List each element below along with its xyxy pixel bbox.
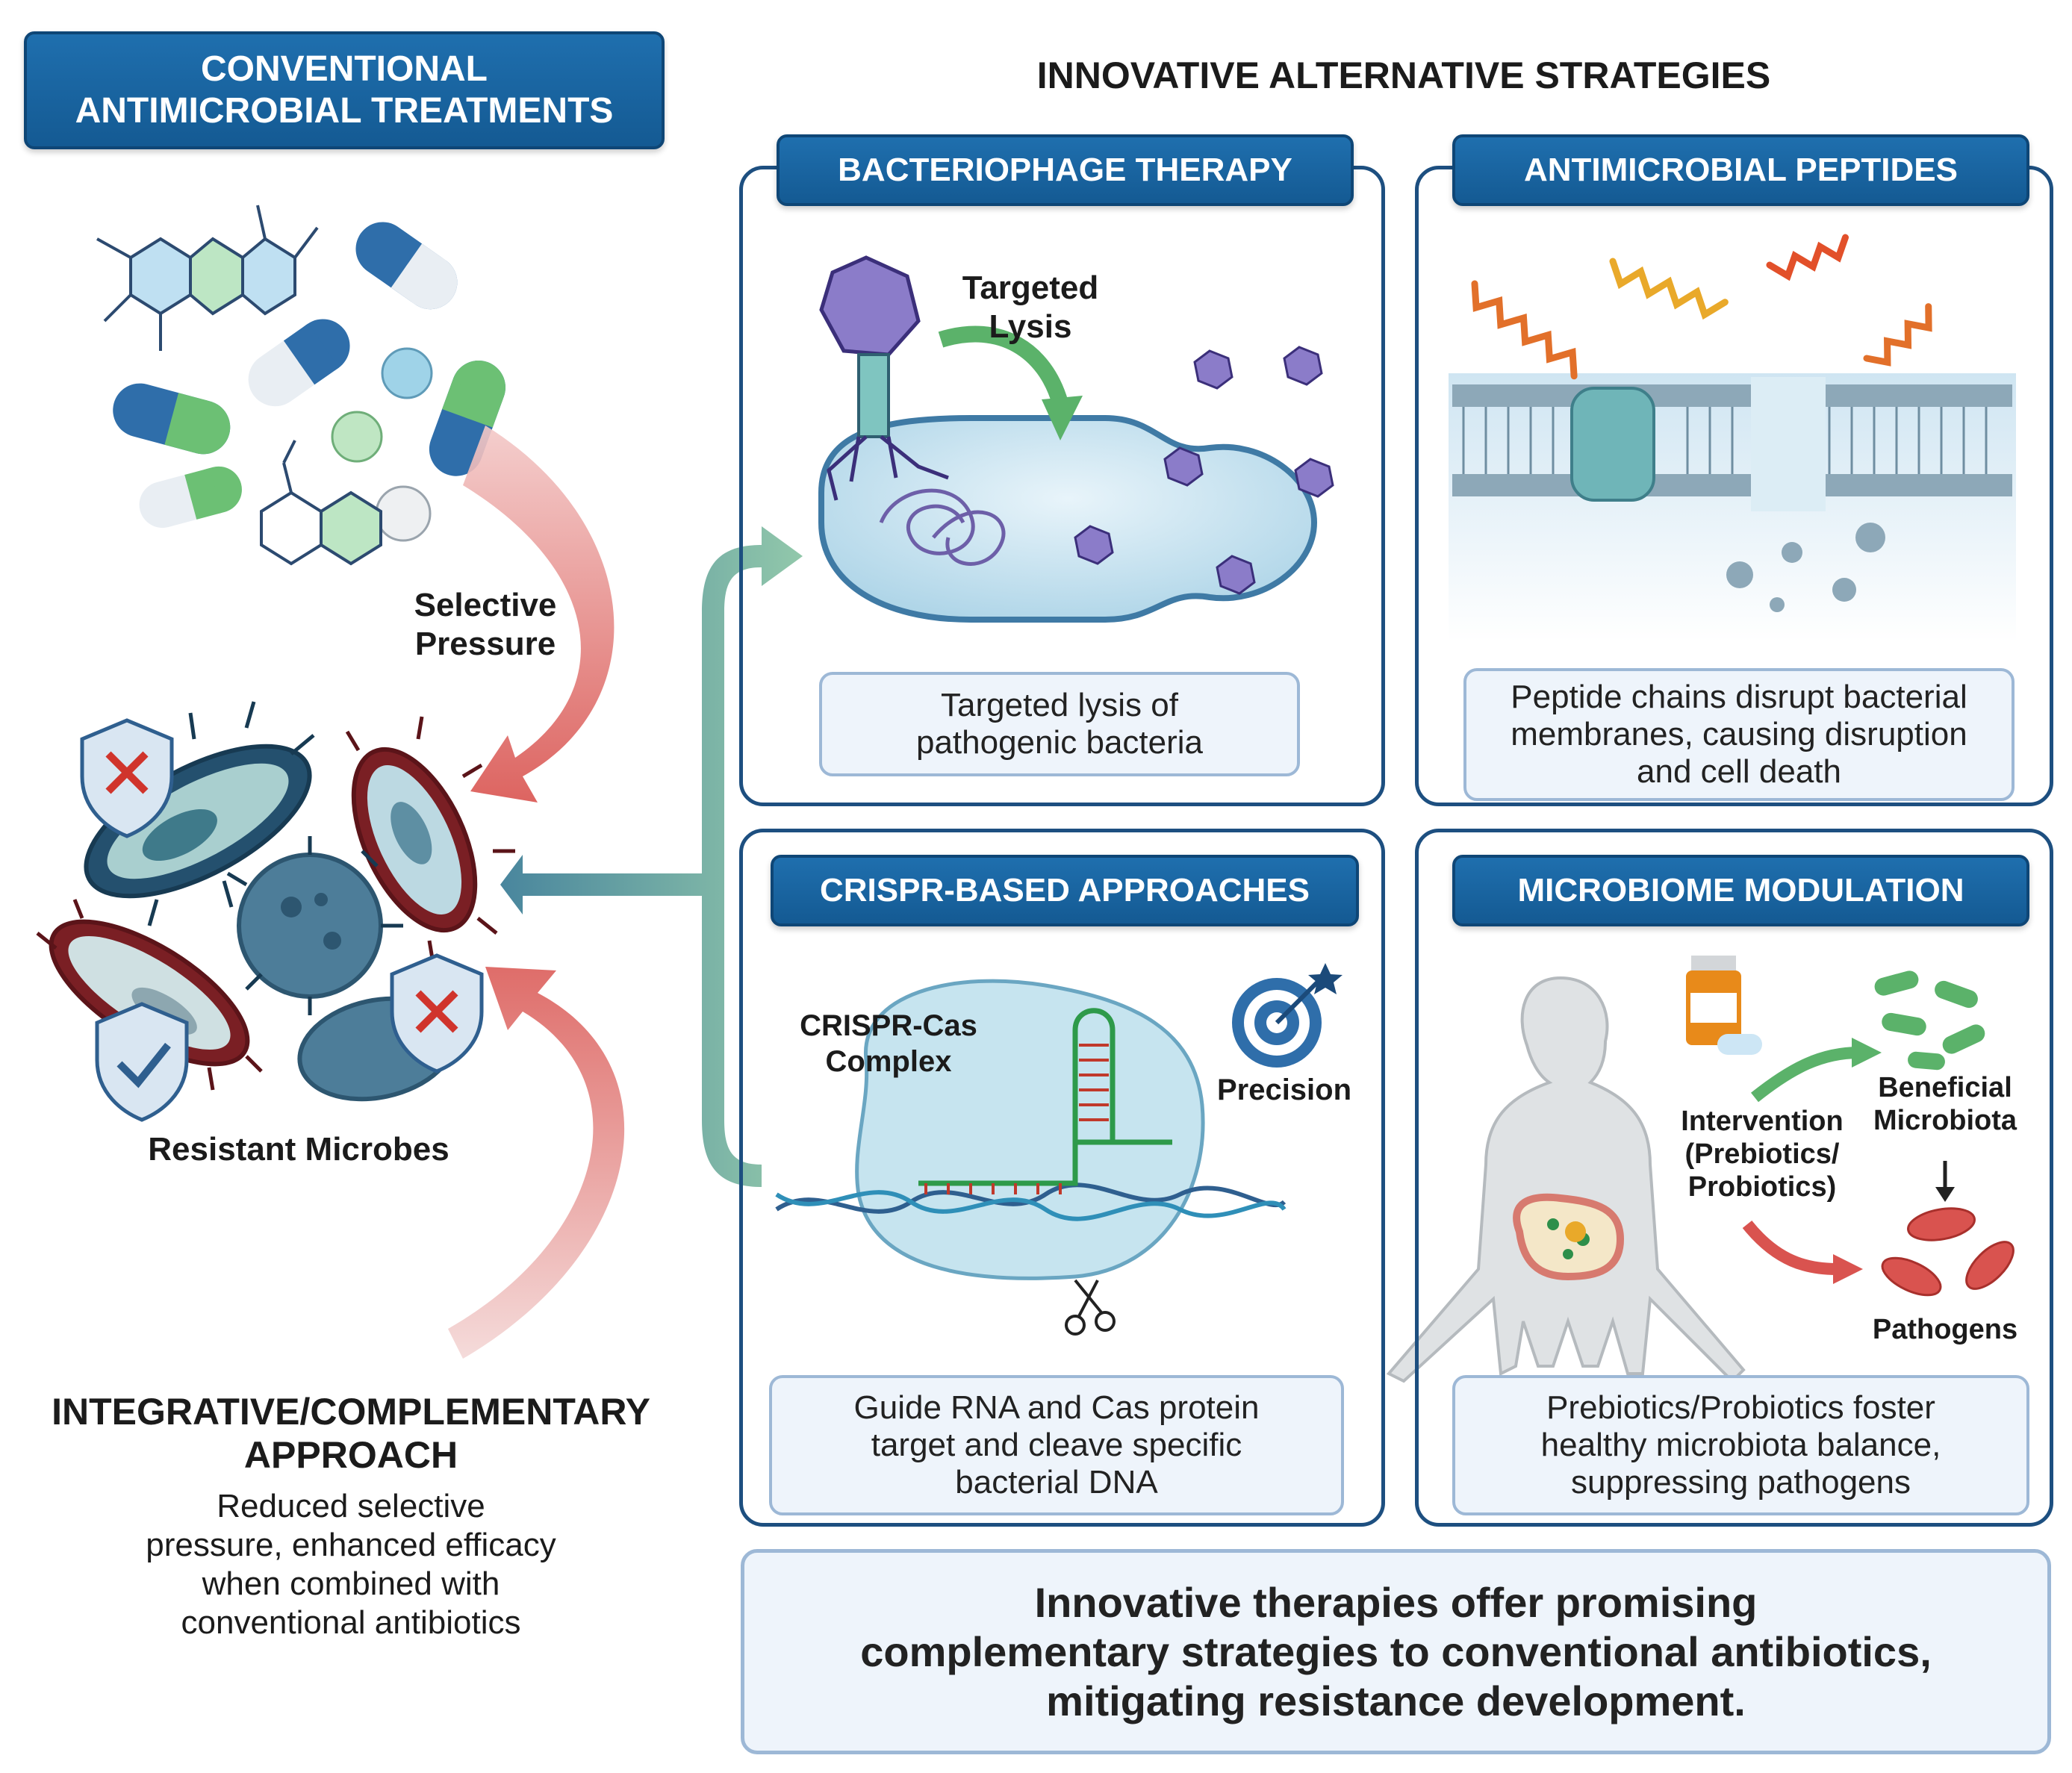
bacteriophage-illustration <box>818 255 1334 623</box>
antimicrobial-peptides-header: ANTIMICROBIAL PEPTIDES <box>1452 134 2029 206</box>
resistant-microbes-cluster <box>36 701 515 1122</box>
pathogens-label: Pathogens <box>1872 1314 2018 1345</box>
crispr-caption: Guide RNA and Cas protein target and cle… <box>769 1375 1344 1515</box>
crispr-panel <box>739 829 1385 1527</box>
conventional-treatments-header: CONVENTIONAL ANTIMICROBIAL TREATMENTS <box>24 31 665 149</box>
pill-bottle-icon <box>1686 956 1762 1055</box>
integrative-approach-text: Reduced selective pressure, enhanced eff… <box>146 1488 556 1641</box>
innovative-strategies-title: INNOVATIVE ALTERNATIVE STRATEGIES <box>1036 54 1771 96</box>
crispr-cas-complex-label: CRISPR-Cas Complex <box>800 1009 977 1078</box>
target-icon <box>1232 963 1343 1068</box>
microbiome-panel <box>1415 829 2053 1527</box>
crispr-header: CRISPR-BASED APPROACHES <box>771 855 1359 926</box>
conclusion-box: Innovative therapies offer promising com… <box>741 1549 2051 1754</box>
membrane-illustration <box>1449 234 2016 642</box>
scissors-icon <box>1065 1279 1116 1336</box>
selective-pressure-arrow <box>463 426 615 803</box>
bacteriophage-caption: Targeted lysis of pathogenic bacteria <box>819 672 1300 776</box>
resistant-microbes-label: Resistant Microbes <box>148 1131 449 1168</box>
bacteriophage-header: BACTERIOPHAGE THERAPY <box>777 134 1354 206</box>
shield-x-icon <box>80 718 174 838</box>
precision-label: Precision <box>1216 1074 1352 1106</box>
integrative-approach-title: INTEGRATIVE/COMPLEMENTARY APPROACH <box>52 1391 650 1476</box>
microbiome-caption: Prebiotics/Probiotics foster healthy mic… <box>1452 1375 2029 1515</box>
shield-x-icon <box>390 953 484 1074</box>
beneficial-microbiota-label: Beneficial Microbiota <box>1873 1072 2017 1136</box>
intervention-label: Intervention (Prebiotics/ Probiotics) <box>1681 1106 1844 1203</box>
antimicrobial-peptides-caption: Peptide chains disrupt bacterial membran… <box>1463 668 2015 801</box>
microbiome-header: MICROBIOME MODULATION <box>1452 855 2029 926</box>
selective-pressure-label: Selective Pressure <box>414 587 557 662</box>
targeted-lysis-label: Targeted Lysis <box>962 269 1099 345</box>
crispr-illustration <box>775 963 1343 1336</box>
pills-and-molecules <box>96 205 505 566</box>
integrative-arrow <box>448 967 625 1359</box>
microbiome-illustration <box>1386 956 2015 1383</box>
shield-check-icon <box>95 1002 189 1122</box>
